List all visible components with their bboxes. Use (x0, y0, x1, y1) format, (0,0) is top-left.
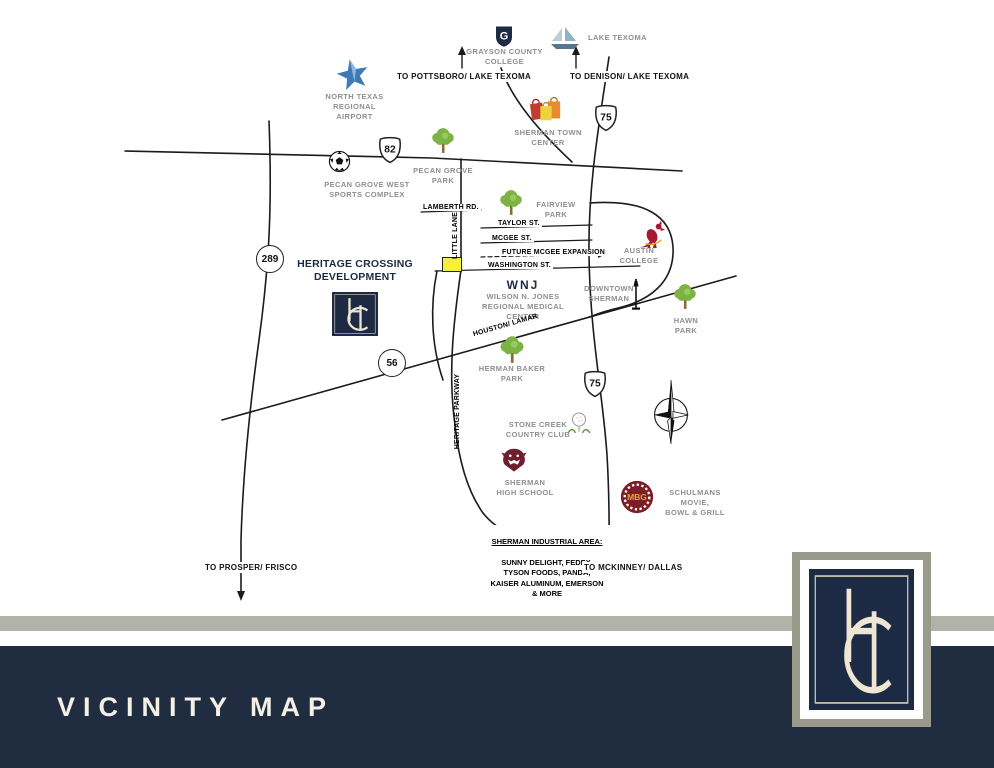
label-to-mckinney: TO MCKINNEY/ DALLAS (582, 562, 685, 573)
road-west-vertical (240, 120, 272, 593)
compass-rose-icon (653, 380, 689, 444)
road-east-loop (589, 201, 674, 318)
label-industrial-title: SHERMAN INDUSTRIAL AREA: (491, 536, 603, 546)
us-75-shield-south: 75 (584, 370, 606, 398)
road-houston-lamar (221, 275, 737, 421)
golf-ball-icon (567, 412, 591, 434)
label-future-mcgee: FUTURE MCGEE EXPANSION (500, 249, 608, 256)
hc-logo-large (792, 552, 931, 727)
tree-icon-pecan-grove-park (432, 128, 454, 153)
label-heritage-crossing: HERITAGE CROSSING DEVELOPMENT (297, 258, 413, 284)
tree-icon-herman-baker-park (500, 336, 524, 363)
svg-text:G: G (500, 31, 509, 43)
grayson-college-logo: G (496, 26, 512, 47)
road-us82 (124, 150, 683, 172)
label-austin-college: AUSTIN COLLEGE (619, 246, 659, 266)
mbg-logo: MBG (620, 480, 654, 514)
label-hawn-park: HAWN PARK (673, 316, 699, 336)
tree-icon-hawn-park (674, 284, 696, 309)
svg-text:82: 82 (384, 145, 396, 156)
bearcat-icon (501, 448, 527, 472)
hwy-289-shield: 289 (256, 245, 284, 273)
label-grayson-college: GRAYSON COUNTY COLLEGE (466, 47, 543, 67)
hc-monogram-icon (332, 292, 378, 336)
label-stone-creek: STONE CREEK COUNTRY CLUB (505, 420, 571, 440)
label-pecan-park: PECAN GROVE PARK (413, 166, 473, 186)
label-washington-st: WASHINGTON ST. (486, 262, 553, 269)
sailboat-icon (551, 27, 579, 49)
label-little-lane: LITTLE LANE (451, 212, 459, 259)
street-mcgee (480, 239, 593, 244)
road-us75 (588, 56, 610, 593)
hc-monogram-icon (809, 569, 914, 710)
soccer-ball-icon (328, 150, 351, 173)
label-downtown: DOWNTOWN SHERMAN (584, 284, 634, 304)
label-airport: NORTH TEXAS REGIONAL AIRPORT (325, 92, 384, 122)
svg-text:MBG: MBG (627, 492, 647, 502)
label-town-center: SHERMAN TOWN CENTER (514, 128, 582, 148)
us-75-shield-north: 75 (595, 104, 617, 132)
arrowhead-prosper (237, 591, 245, 601)
airport-star-icon (336, 59, 368, 90)
label-to-denison: TO DENISON/ LAKE TEXOMA (568, 71, 692, 82)
label-schulmans: SCHULMANS MOVIE, BOWL & GRILL (665, 488, 725, 518)
hwy-56-shield: 56 (378, 349, 406, 377)
label-mcgee-st: MCGEE ST. (490, 235, 534, 242)
us-82-shield: 82 (379, 136, 401, 164)
label-wnj-full: WILSON N. JONES REGIONAL MEDICAL CENTER (481, 292, 565, 322)
label-to-pottsboro: TO POTTSBORO/ LAKE TEXOMA (395, 71, 534, 82)
gray-stripe (0, 616, 994, 631)
label-lake-texoma: LAKE TEXOMA (588, 33, 647, 42)
label-sherman-hs: SHERMAN HIGH SCHOOL (496, 478, 554, 498)
label-lamberth-rd: LAMBERTH RD. (421, 204, 481, 211)
page-title: VICINITY MAP (57, 692, 335, 722)
label-fairview-park: FAIRVIEW PARK (536, 200, 576, 220)
hwy-289-number: 289 (261, 253, 279, 265)
hc-logo-navy-field (809, 569, 914, 710)
kangaroo-icon (639, 220, 666, 249)
hc-logo-small (332, 292, 378, 336)
hc-logo-white-frame (800, 560, 923, 719)
hwy-56-number: 56 (386, 357, 398, 369)
tree-icon-fairview-park (500, 190, 522, 215)
label-to-prosper: TO PROSPER/ FRISCO (203, 562, 300, 573)
arrowhead-pottsboro (458, 46, 466, 55)
svg-text:75: 75 (589, 379, 601, 390)
svg-text:75: 75 (600, 113, 612, 124)
shopping-bags-icon (529, 96, 561, 121)
heritage-crossing-marker (442, 257, 462, 272)
label-pecan-sports: PECAN GROVE WEST SPORTS COMPLEX (324, 180, 410, 200)
map-area: G (124, 26, 737, 601)
lamp-post-icon (632, 278, 640, 310)
label-wnj-abbr: WNJ (506, 278, 540, 292)
label-herman-baker: HERMAN BAKER PARK (478, 364, 546, 384)
road-wnj-curve (431, 270, 444, 381)
label-heritage-pkwy: HERITAGE PARKWAY (454, 373, 462, 450)
label-taylor-st: TAYLOR ST. (496, 220, 542, 227)
label-industrial-body: SUNNY DELIGHT, FEDEX, TYSON FOODS, PANDA… (490, 557, 604, 599)
arrowhead-denison (572, 46, 580, 55)
